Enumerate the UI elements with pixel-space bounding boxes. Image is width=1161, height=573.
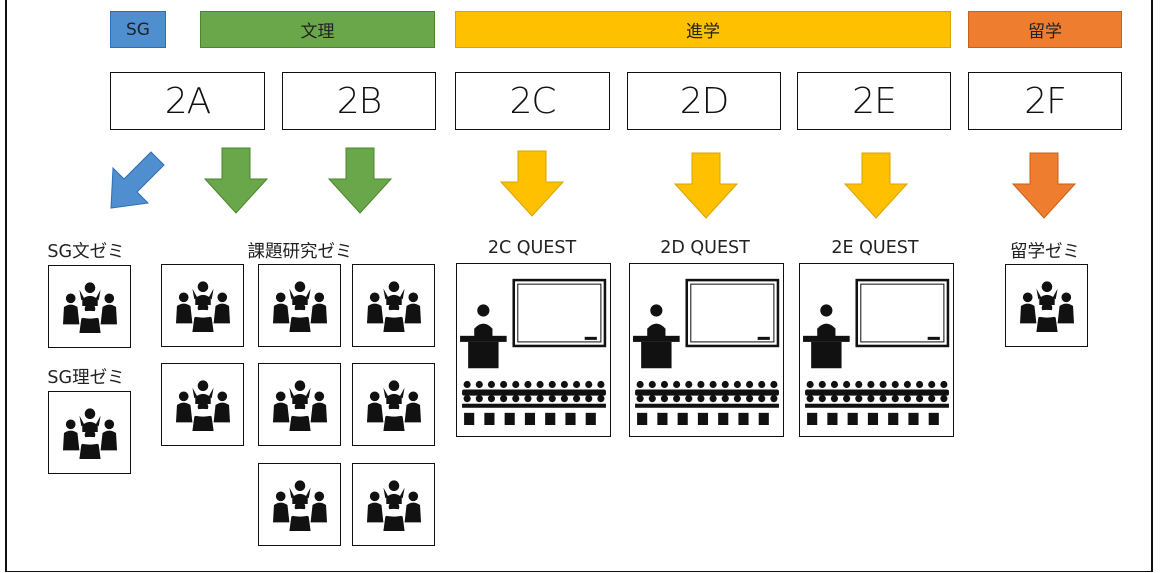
down-arrow-icon (203, 147, 269, 214)
seminar-group-icon (172, 378, 234, 432)
seminar-group-icon (363, 478, 425, 532)
seminar-tile-sg-ri (48, 391, 131, 474)
band-bunri-label: 文理 (300, 22, 335, 42)
band-shingaku-label: 進学 (686, 22, 720, 42)
label-2d-quest: 2D QUEST (660, 238, 750, 258)
seminar-group-icon (59, 280, 121, 334)
down-arrow-icon (843, 152, 909, 219)
down-arrow-icon (327, 147, 393, 214)
band-bunri: 文理 (200, 11, 435, 48)
band-sg: SG (110, 11, 166, 48)
class-label: 2B (336, 80, 382, 122)
lecture-classroom-icon (457, 264, 609, 434)
seminar-tile-kadai (352, 264, 435, 347)
class-label: 2F (1024, 80, 1067, 122)
seminar-tile-kadai (258, 264, 341, 347)
seminar-group-icon (172, 279, 234, 333)
label-sg-ri-zemi: SG理ゼミ (47, 368, 125, 388)
class-box-2c: 2C (455, 72, 610, 130)
lecture-panel-2d (629, 263, 784, 437)
seminar-tile-kadai (161, 363, 244, 446)
class-box-2f: 2F (968, 72, 1122, 130)
seminar-group-icon (269, 478, 331, 532)
label-ryugaku-zemi: 留学ゼミ (1010, 242, 1080, 262)
band-ryugaku: 留学 (968, 11, 1122, 48)
class-label: 2A (164, 80, 212, 122)
down-arrow-icon (499, 150, 565, 217)
class-label: 2D (679, 80, 730, 122)
seminar-group-icon (269, 279, 331, 333)
seminar-group-icon (1016, 279, 1078, 333)
seminar-group-icon (363, 279, 425, 333)
seminar-tile-ryugaku (1005, 264, 1088, 347)
label-2e-quest: 2E QUEST (831, 238, 919, 258)
down-arrow-icon (673, 152, 739, 219)
lecture-panel-2e (799, 263, 954, 437)
band-sg-label: SG (126, 19, 150, 40)
class-box-2e: 2E (797, 72, 951, 130)
label-sg-bun-zemi: SG文ゼミ (47, 242, 125, 262)
lecture-panel-2c (456, 263, 611, 437)
lecture-classroom-icon (800, 264, 952, 434)
diagonal-arrow-icon (110, 151, 165, 209)
down-arrow-icon (1011, 152, 1077, 219)
seminar-group-icon (269, 378, 331, 432)
seminar-tile-kadai (161, 264, 244, 347)
diagram-frame (5, 0, 1153, 572)
class-box-2b: 2B (282, 72, 436, 130)
label-kadai-kenkyu-zemi: 課題研究ゼミ (247, 242, 353, 262)
class-box-2d: 2D (627, 72, 781, 130)
seminar-group-icon (59, 406, 121, 460)
class-label: 2C (509, 80, 556, 122)
class-label: 2E (852, 80, 897, 122)
seminar-tile-kadai (352, 463, 435, 546)
seminar-tile-kadai (352, 363, 435, 446)
seminar-tile-sg-bun (48, 265, 131, 348)
seminar-tile-kadai (258, 463, 341, 546)
band-shingaku: 進学 (455, 11, 951, 48)
lecture-classroom-icon (630, 264, 782, 434)
seminar-tile-kadai (258, 363, 341, 446)
seminar-group-icon (363, 378, 425, 432)
band-ryugaku-label: 留学 (1028, 22, 1062, 42)
label-2c-quest: 2C QUEST (487, 238, 577, 258)
class-box-2a: 2A (110, 72, 265, 130)
